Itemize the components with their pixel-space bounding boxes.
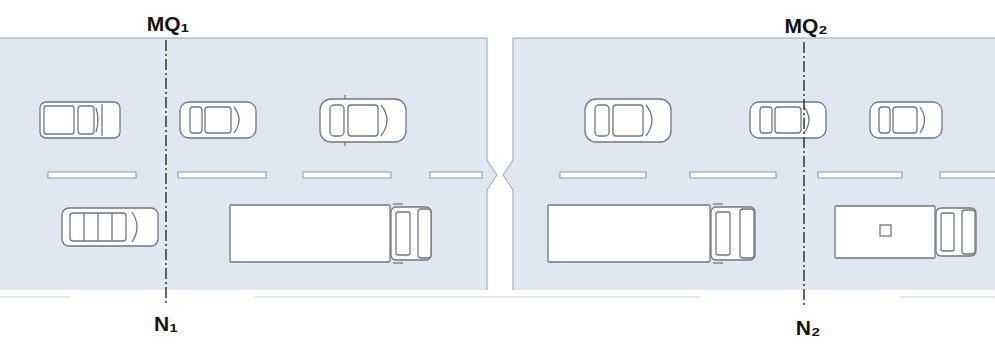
road-edge [0, 38, 497, 290]
car [320, 95, 406, 146]
vehicles [40, 95, 976, 263]
car [750, 102, 826, 138]
measurement-line [166, 40, 804, 306]
ground-lines [0, 297, 995, 298]
truck [230, 204, 431, 263]
truck [548, 204, 755, 263]
box-truck [835, 206, 976, 258]
road-section [503, 38, 995, 290]
lane-marking [48, 172, 995, 178]
car [870, 102, 942, 138]
pickup-car [40, 102, 120, 138]
count-label: N₂ [796, 316, 821, 339]
van [62, 208, 158, 246]
section-label: MQ₂ [784, 14, 827, 37]
road-section [0, 38, 497, 290]
section-label: MQ₁ [147, 12, 190, 35]
count-label: N₁ [154, 312, 178, 335]
car [180, 102, 256, 138]
road-edge [503, 38, 995, 290]
car [585, 99, 671, 142]
